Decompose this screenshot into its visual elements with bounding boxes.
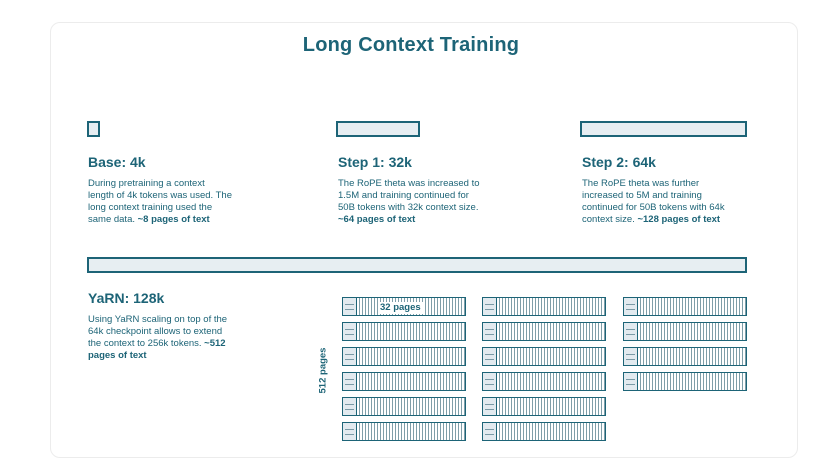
book-cover (483, 348, 497, 365)
page-book (342, 372, 466, 391)
page-book (482, 347, 606, 366)
book-pages (638, 298, 746, 315)
book-pages (497, 323, 605, 340)
page-book (482, 297, 606, 316)
book-pages (357, 373, 465, 390)
page-book (623, 297, 747, 316)
page-book (482, 422, 606, 441)
stage-heading-yarn: YaRN: 128k (88, 290, 165, 306)
book-cover (483, 298, 497, 315)
book-cover (343, 423, 357, 440)
stage-heading-step1: Step 1: 32k (338, 154, 412, 170)
book-pages (357, 423, 465, 440)
book-cover (343, 373, 357, 390)
book-pages (638, 373, 746, 390)
book-pages (638, 348, 746, 365)
book-cover (624, 373, 638, 390)
book-cover (483, 373, 497, 390)
page-book (342, 347, 466, 366)
book-cover (343, 298, 357, 315)
page-book (342, 422, 466, 441)
stage-heading-base: Base: 4k (88, 154, 146, 170)
book-cover (624, 298, 638, 315)
page-book (623, 347, 747, 366)
book-pages (497, 398, 605, 415)
vertical-label-512-pages: 512 pages (317, 347, 329, 394)
context-bar-32k (336, 121, 420, 137)
page-book (342, 322, 466, 341)
book-pages (497, 348, 605, 365)
stage-desc-yarn: Using YaRN scaling on top of the 64k che… (88, 314, 228, 361)
page-book (482, 397, 606, 416)
stage-desc-step1: The RoPE theta was increased to 1.5M and… (338, 178, 480, 225)
context-bar-64k (580, 121, 747, 137)
stage-desc-step2: The RoPE theta was further increased to … (582, 178, 725, 225)
book-pages (497, 373, 605, 390)
book-cover (483, 323, 497, 340)
book-cover (624, 323, 638, 340)
context-bar-128k (87, 257, 747, 273)
book-cover (343, 398, 357, 415)
book-pages (357, 398, 465, 415)
page-book (623, 322, 747, 341)
page-book (482, 372, 606, 391)
diagram-card (50, 22, 798, 458)
context-bar-4k (87, 121, 100, 137)
book-cover (343, 348, 357, 365)
book-cover (483, 398, 497, 415)
page-book (623, 372, 747, 391)
page-book (342, 397, 466, 416)
stage-heading-step2: Step 2: 64k (582, 154, 656, 170)
book-cover (343, 323, 357, 340)
book-label-32-pages: 32 pages (378, 302, 423, 314)
book-pages (497, 423, 605, 440)
page-book (482, 322, 606, 341)
book-cover (483, 423, 497, 440)
page-title: Long Context Training (302, 34, 520, 56)
book-cover (624, 348, 638, 365)
book-pages (638, 323, 746, 340)
stage-desc-base: During pretraining a context length of 4… (88, 178, 232, 225)
book-pages (357, 323, 465, 340)
book-pages (357, 348, 465, 365)
book-pages (497, 298, 605, 315)
